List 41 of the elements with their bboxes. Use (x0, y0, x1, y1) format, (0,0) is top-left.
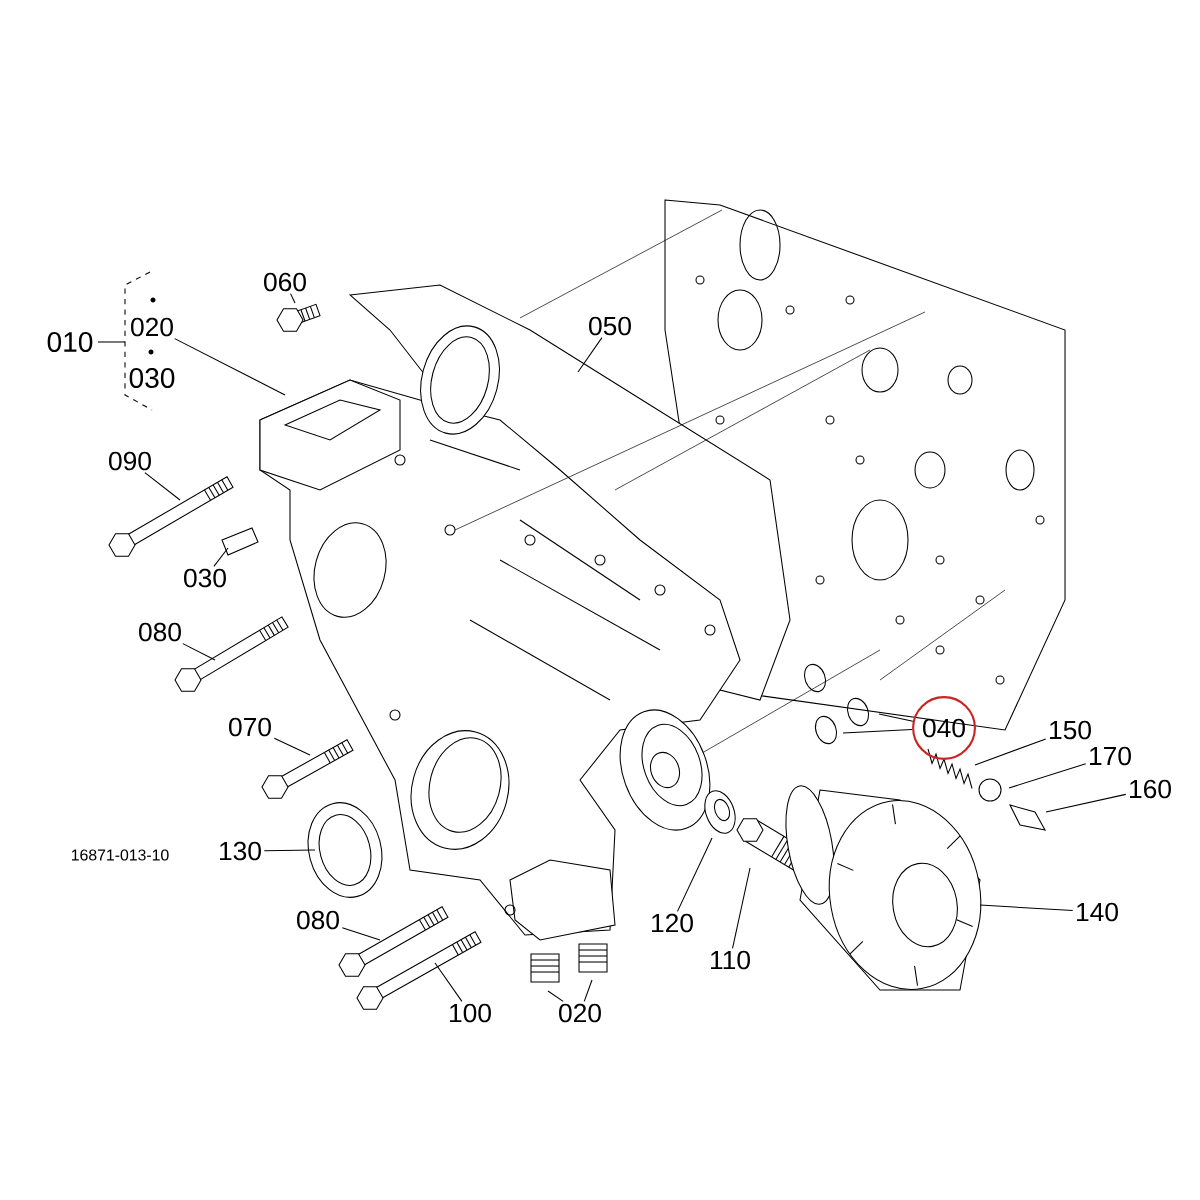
callout-number: 080 (139, 622, 181, 642)
callout-number: 170 (1090, 746, 1131, 766)
leader-line (583, 979, 593, 1002)
callout-number: 080 (297, 910, 339, 930)
callout-number: 090 (109, 451, 151, 471)
callout-number: 140 (1077, 902, 1118, 922)
callout-number: 050 (589, 316, 631, 336)
callout-number: 120 (652, 913, 693, 933)
leader-line (1045, 793, 1127, 813)
leader-line (182, 643, 216, 661)
callout-number: 030 (184, 568, 226, 588)
callout-number: 100 (450, 1003, 491, 1023)
leader-line (1008, 763, 1087, 789)
leader-line (732, 867, 751, 949)
leader-line (878, 713, 914, 722)
callout-number: 020 (131, 317, 173, 337)
leader-line (577, 337, 603, 373)
callout-number: 110 (711, 950, 750, 970)
leader-line (547, 990, 564, 1002)
leader-line (979, 904, 1074, 912)
callout-number: 020 (559, 1003, 601, 1023)
leader-line (290, 293, 296, 304)
callout-number: 060 (264, 272, 306, 292)
callout-number: 160 (1130, 779, 1171, 799)
leader-line (676, 837, 713, 912)
leader-line (273, 737, 311, 756)
leader-line (174, 338, 286, 396)
leader-line (974, 738, 1047, 766)
callout-number: 030 (129, 368, 175, 388)
callout-number: 130 (220, 841, 261, 861)
leader-line (213, 547, 229, 567)
leader-line (341, 927, 381, 941)
leader-line (434, 962, 463, 1002)
circled-callout: 040 (912, 696, 976, 760)
leader-line (144, 472, 181, 501)
leader-line (263, 849, 316, 852)
callout-number: 150 (1050, 720, 1091, 740)
leader-line (842, 729, 913, 734)
drawing-number: 16871-013-10 (71, 849, 169, 861)
callout-number: 010 (47, 332, 93, 352)
callout-number: 070 (229, 717, 271, 737)
